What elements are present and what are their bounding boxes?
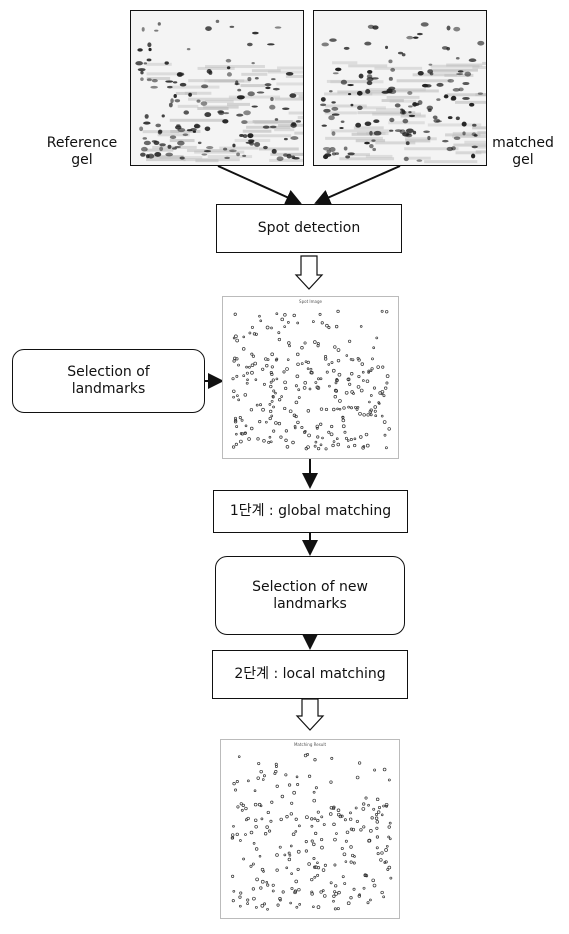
matched-gel-label: matched gel <box>492 135 554 168</box>
selection-of-landmarks-label: Selection of landmarks <box>67 364 150 397</box>
global-matching-label: 1단계 : global matching <box>229 503 392 519</box>
reference-gel-image <box>130 10 304 166</box>
selection-of-new-landmarks-label: Selection of new landmarks <box>252 578 368 612</box>
global-matching-box: 1단계 : global matching <box>213 490 408 533</box>
selection-of-landmarks-box: Selection of landmarks <box>12 349 205 413</box>
local-matching-box: 2단계 : local matching <box>212 650 408 699</box>
selection-of-new-landmarks-box: Selection of new landmarks <box>215 556 405 635</box>
spot-detection-box: Spot detection <box>216 204 402 253</box>
matching-result-plot-title: Matching Result <box>293 742 327 747</box>
spot-detection-label: Spot detection <box>257 220 361 236</box>
detected-spots-plot: Spot Image <box>222 296 399 459</box>
matching-result-plot: Matching Result <box>220 739 400 919</box>
reference-gel-label: Reference gel <box>46 135 118 168</box>
local-matching-label: 2단계 : local matching <box>234 666 386 682</box>
detected-spots-plot-title: Spot Image <box>299 299 322 304</box>
matched-gel-image <box>313 10 487 166</box>
